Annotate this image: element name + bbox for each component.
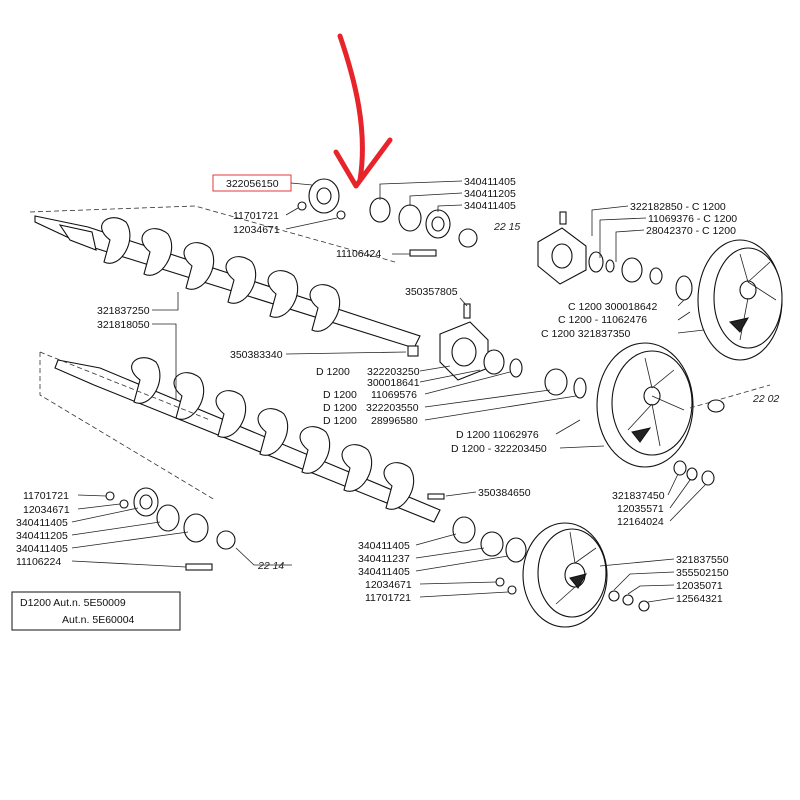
part-label[interactable]: 12034671 <box>233 224 280 236</box>
part-label[interactable]: 11069376 - C 1200 <box>648 213 737 225</box>
part-label[interactable]: 340411405 <box>358 566 410 578</box>
part-label[interactable]: 340411205 <box>16 530 68 542</box>
part-label[interactable]: 322203250 <box>367 366 420 378</box>
part-label[interactable]: 321837250 <box>97 305 150 317</box>
part-label[interactable]: 12035571 <box>617 503 664 515</box>
part-label[interactable]: 11069576 <box>371 389 417 401</box>
part-label[interactable]: 321818050 <box>97 319 150 331</box>
label-prefix: D 1200 <box>323 402 357 414</box>
part-label[interactable]: 321837450 <box>612 490 665 502</box>
lower-bearing-labels: 340411405 340411237 340411405 12034671 1… <box>358 533 509 604</box>
red-arrow-icon <box>333 33 393 189</box>
part-label[interactable]: 340411237 <box>358 553 410 565</box>
part-label[interactable]: 340411405 <box>358 540 410 552</box>
label-prefix: D 1200 <box>316 366 350 378</box>
part-label[interactable]: 340411405 <box>464 200 516 212</box>
upper-bearing-labels: 11701721 12034671 11106424 340411405 340… <box>233 176 520 260</box>
part-label[interactable]: 340411405 <box>16 517 68 529</box>
part-label[interactable]: 28996580 <box>371 415 418 427</box>
lower-bearing-parts <box>427 493 527 595</box>
part-label[interactable]: 12164024 <box>617 516 664 528</box>
part-label[interactable]: 350383340 <box>230 349 283 361</box>
reference-number: 22 15 <box>493 221 520 233</box>
part-label[interactable]: 340411405 <box>464 176 516 188</box>
lower-auger <box>39 351 441 523</box>
lower-pulley <box>522 522 650 628</box>
lower-left-labels: 11701721 12034671 340411405 340411205 34… <box>16 490 292 572</box>
part-label[interactable]: 28042370 - C 1200 <box>646 225 736 237</box>
part-label[interactable]: 11701721 <box>23 490 69 502</box>
part-label[interactable]: 321837550 <box>676 554 729 566</box>
upper-bearing-parts <box>297 178 478 257</box>
part-label[interactable]: 11701721 <box>233 210 279 222</box>
upper-auger-labels: 321837250 321818050 <box>97 292 179 400</box>
part-label[interactable]: C 1200 321837350 <box>541 328 630 340</box>
model-line-2: Aut.n. 5E60004 <box>62 614 135 626</box>
label-prefix: D 1200 <box>323 389 357 401</box>
part-label[interactable]: 11106224 <box>16 556 61 568</box>
mid-hub-parts <box>407 303 587 399</box>
mid-hub-labels: 350357805 350383340 D 1200 322203250 300… <box>230 286 577 427</box>
part-label[interactable]: 11106424 <box>336 248 381 260</box>
mid-pulley-labels: D 1200 11062976 D 1200 - 322203450 <box>451 419 605 455</box>
part-label[interactable]: C 1200 - 11062476 <box>558 314 647 326</box>
part-label[interactable]: 355502150 <box>676 567 729 579</box>
right-pulley-labels: 322182850 - C 1200 11069376 - C 1200 280… <box>541 201 779 405</box>
part-label[interactable]: D 1200 - 322203450 <box>451 443 547 455</box>
part-label[interactable]: 322203550 <box>366 402 419 414</box>
part-label[interactable]: 300018641 <box>367 377 420 389</box>
label-prefix: D 1200 <box>323 415 357 427</box>
part-label[interactable]: 340411205 <box>464 188 516 200</box>
part-label[interactable]: 12564321 <box>676 593 723 605</box>
part-label[interactable]: 350357805 <box>405 286 458 298</box>
part-label[interactable]: 12034671 <box>365 579 412 591</box>
right-top-pulley <box>537 211 783 361</box>
lower-left-parts <box>105 487 236 571</box>
model-info-box: D1200 Aut.n. 5E50009 Aut.n. 5E60004 <box>11 591 181 631</box>
mid-pulley <box>596 342 771 486</box>
part-label[interactable]: C 1200 300018642 <box>568 301 657 313</box>
highlight-part-number[interactable]: 322056150 <box>226 178 279 190</box>
part-label[interactable]: D 1200 11062976 <box>456 429 539 441</box>
mid-pulley-small-labels: 321837450 12035571 12164024 <box>612 473 707 528</box>
part-label[interactable]: 12035071 <box>676 580 723 592</box>
part-label[interactable]: 11701721 <box>365 592 411 604</box>
part-label[interactable]: 322182850 - C 1200 <box>630 201 726 213</box>
reference-number: 22 14 <box>257 560 284 572</box>
part-label[interactable]: 350384650 <box>478 487 531 499</box>
reference-number: 22 02 <box>752 393 779 405</box>
lower-pulley-labels: 321837550 355502150 12035071 12564321 <box>599 554 729 605</box>
part-label[interactable]: 340411405 <box>16 543 68 555</box>
model-line-1: D1200 Aut.n. 5E50009 <box>20 597 126 609</box>
upper-auger <box>29 205 421 349</box>
part-label[interactable]: 12034671 <box>23 504 70 516</box>
